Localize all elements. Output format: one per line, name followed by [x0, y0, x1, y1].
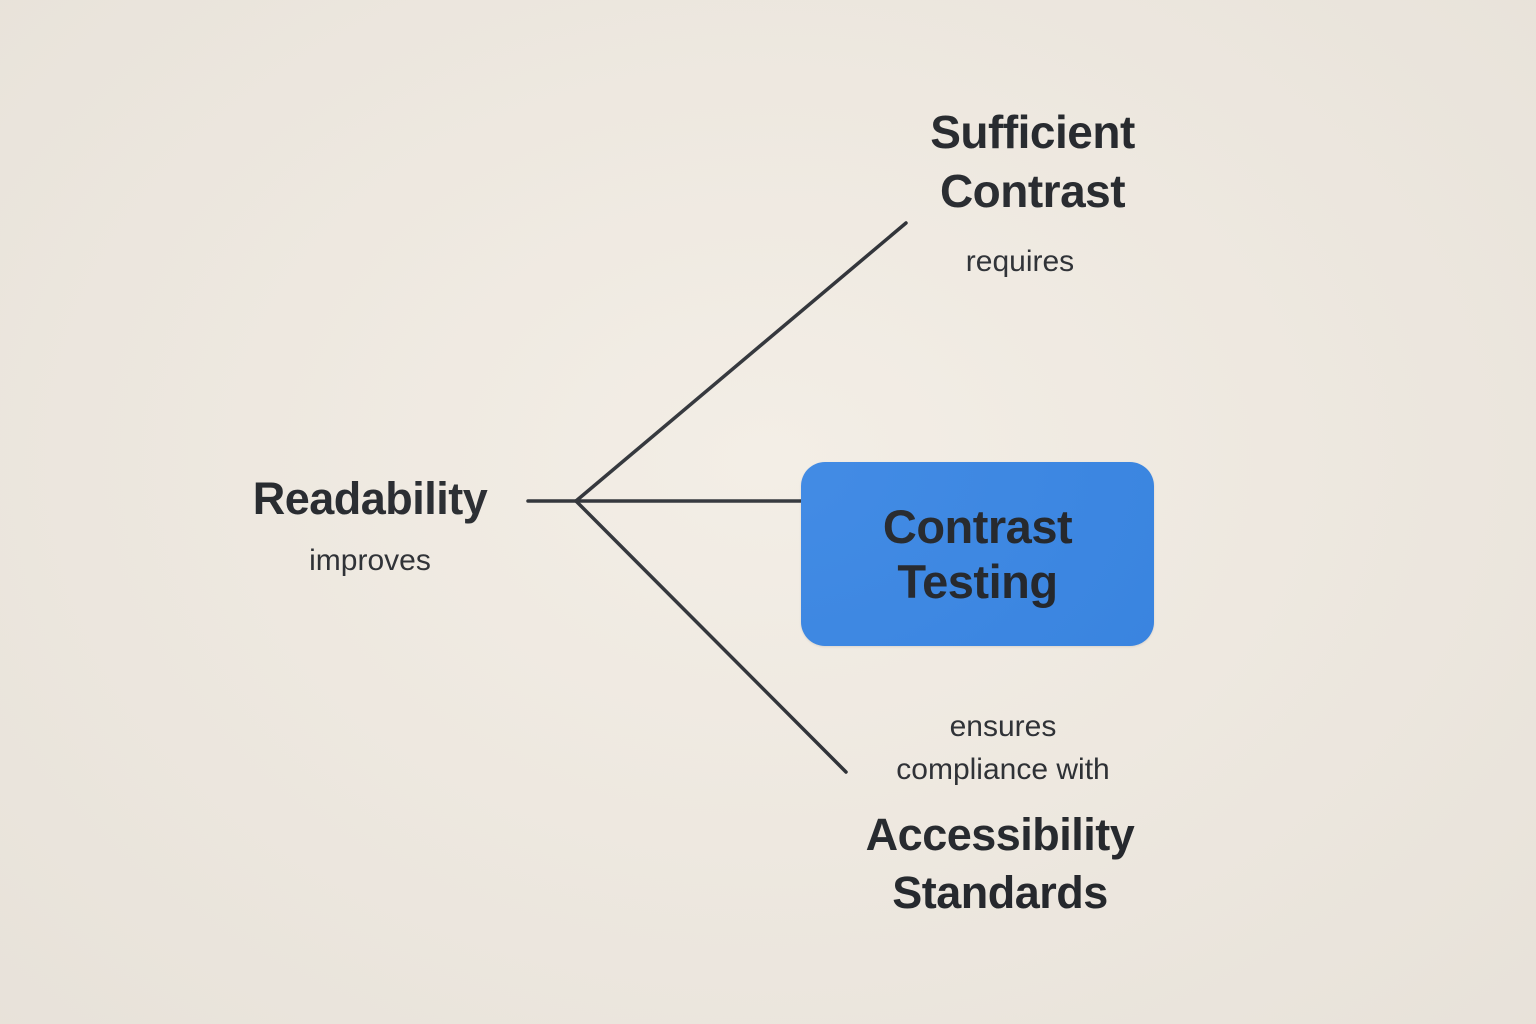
- node-sufficient-contrast: Sufficient Contrast: [930, 106, 1135, 217]
- edge-label-requires: requires: [965, 245, 1075, 278]
- node-contrast-testing: Contrast Testing: [801, 462, 1154, 646]
- node-accessibility-standards: Accessibility Standards: [865, 809, 1135, 918]
- node-readability: Readability: [252, 473, 488, 524]
- edge-label-improves: improves: [309, 544, 431, 577]
- edge-to-sufficient-contrast: [574, 221, 908, 503]
- edge-label-ensures-compliance-with: ensures compliance with: [896, 710, 1110, 786]
- edge-to-accessibility-standards: [574, 499, 848, 774]
